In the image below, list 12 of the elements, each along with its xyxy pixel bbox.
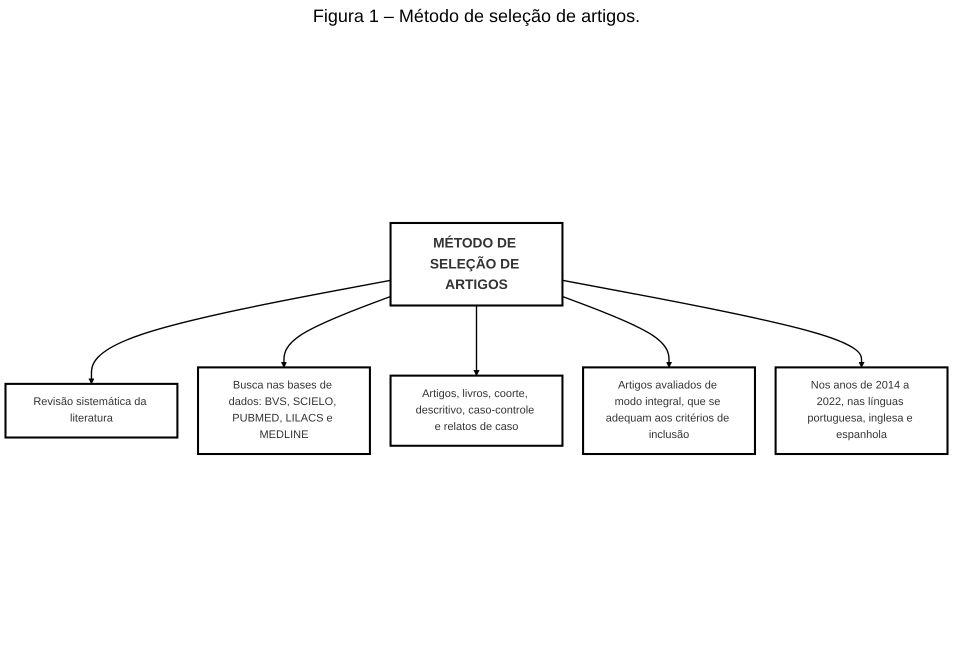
figure-title: Figura 1 – Método de seleção de artigos. — [312, 6, 642, 27]
arrow — [280, 296, 391, 368]
arrow — [562, 280, 865, 368]
arrow — [88, 280, 391, 384]
node-box: Revisão sistemática da literatura — [4, 382, 178, 439]
node-box: MÉTODO DE SELEÇÃO DE ARTIGOS — [390, 222, 564, 307]
arrow — [473, 306, 480, 376]
node-box: Artigos avaliados de modo integral, que se adequam aos critérios de inclusão — [582, 366, 756, 456]
arrow — [562, 296, 672, 368]
node-box: Artigos, livros, coorte, descritivo, caso-controle e relatos de caso — [390, 374, 564, 447]
node-box: Busca nas bases de dados: BVS, SCIELO, PUBMED, LILACS e MEDLINE — [197, 366, 371, 456]
node-box: Nos anos de 2014 a 2022, nas línguas portuguesa, inglesa e espanhola — [774, 366, 949, 456]
